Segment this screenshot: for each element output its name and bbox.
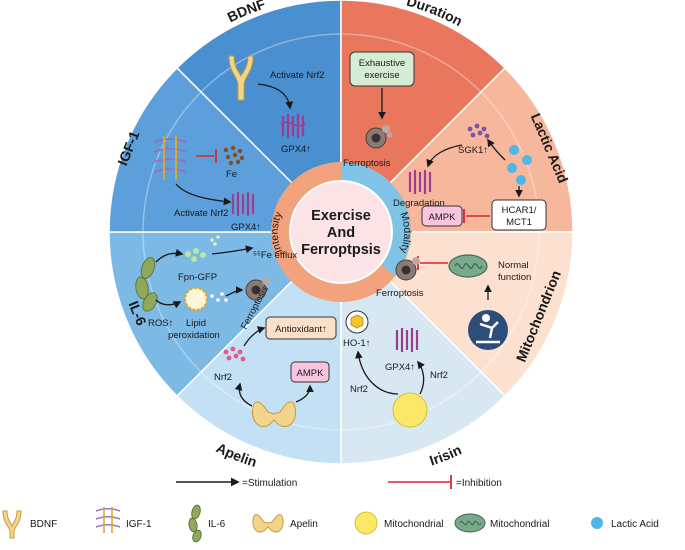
igf1-gpx4-label: GPX4↑ [231,222,261,233]
center-line2: And [327,225,355,241]
legend-igf1-icon [95,507,121,533]
modality-label: Modality [397,210,413,255]
sector-irisin [340,230,507,465]
lipid-label-2: peroxidation [168,330,220,341]
bdnf-activate-label: Activate Nrf2 [270,70,324,81]
bdnf-gpx4-label: GPX4↑ [281,144,311,155]
igf1-receptor-icon [153,136,187,180]
apelin-ampk-box [290,361,330,383]
degraded-gpx4-icon [408,170,432,194]
ho1-icon [345,310,369,334]
fe-efflux-label: ⁵⁵Fe efflux [253,250,297,261]
exhaustive-exercise-box [349,51,415,87]
irisin-gpx4-icon [395,328,419,352]
normal-function-label-2: function [498,272,531,283]
legend-igf1: IGF-1 [126,519,152,530]
ros-dots-icon [210,292,228,302]
sgk1-label: SGK1↑ [458,145,488,156]
fpn-gfp-label: Fpn-GFP [178,272,217,283]
center-line3: Ferroptpsis [301,242,381,258]
legend-mitochondrion-icon [454,513,486,533]
intensity-label-text: Intensity [269,210,285,255]
normal-function-label-1: Normal [498,260,529,271]
mitochondrion-icon [448,254,488,278]
sector-apelin [175,230,342,465]
legend-il6: IL-6 [208,519,226,530]
sector-il6 [108,231,343,398]
lactic-ampk-label: AMPK [429,212,457,223]
legend-mitochondrial-1: Mitochondrial [384,519,443,530]
irisin-nrf2-left: Nrf2 [350,384,368,395]
sector-bdnf [175,0,342,234]
apelin-ampk-label: AMPK [297,368,325,379]
mito-cell-icon [395,257,420,281]
legend-apelin-icon [252,514,284,533]
legend-bdnf-icon [2,510,22,539]
lactic-ampk-box [421,205,463,227]
legend-mitochondrial-2: Mitochondrial [490,519,549,530]
fe-efflux-dots-icon [210,235,220,246]
fe-label: Fe [226,169,237,180]
apelin-nrf2-label: Nrf2 [214,372,232,383]
il6-icon [135,256,158,312]
exhaustive-label-1: Exhaustive [359,58,405,69]
ho1-label: HO-1↑ [343,338,370,349]
igf1-gpx4-icon [231,192,255,216]
center-line1: Exercise [311,208,371,224]
ros-label: ROS↑ [148,318,173,329]
hcar-label-1: HCAR1/ [502,205,537,216]
bdnf-receptor-icon [228,55,254,101]
lipid-label-1: Lipid [186,318,206,329]
irisin-gpx4-label: GPX4↑ [385,362,415,373]
apelin-dots-icon [223,346,246,362]
exercise-bike-icon [468,310,508,350]
inhibition-legend: =Inhibition [456,478,502,489]
irisin-nrf2-right: Nrf2 [430,370,448,381]
hcar1-mct1-box [491,199,547,231]
igf1-activate-label: Activate Nrf2 [174,208,228,219]
modality-label-text: Modality [397,210,413,255]
antioxidant-box [265,316,337,340]
degradation-label: Degradation [393,198,445,209]
exhaustive-label-2: exercise [364,70,399,81]
apelin-thyroid-icon [252,401,296,427]
gpx4-icon [280,114,306,138]
fpn-gfp-dots-icon [185,248,206,262]
legend-lactic-acid-icon [591,517,603,529]
sgk1-dots-icon [467,123,490,139]
duration-ferroptosis-label: Ferroptosis [343,158,391,169]
center-circle [289,180,393,284]
legend-il6-icon [188,504,202,543]
lipid-icon [183,286,209,312]
legend-bdnf: BDNF [30,519,57,530]
legend-lactic-acid: Lactic Acid [611,519,659,530]
fe-dots-icon [223,145,245,166]
lactic-acid-drops-icon [507,145,532,185]
cell-icon [365,125,393,149]
mito-ferroptosis-label: Ferroptosis [376,288,424,299]
sector-lactic-acid [339,66,574,233]
il6-cell-icon [245,277,270,301]
irisin-mitochondrial-icon [392,392,428,428]
legend-mitochondrial-yellow-icon [354,511,378,535]
intensity-label: Intensity [269,210,285,255]
stimulation-legend: =Stimulation [242,478,297,489]
hcar-label-2: MCT1 [506,217,532,228]
antioxidant-label: Antioxidant↑ [275,324,327,335]
legend-apelin: Apelin [290,519,318,530]
